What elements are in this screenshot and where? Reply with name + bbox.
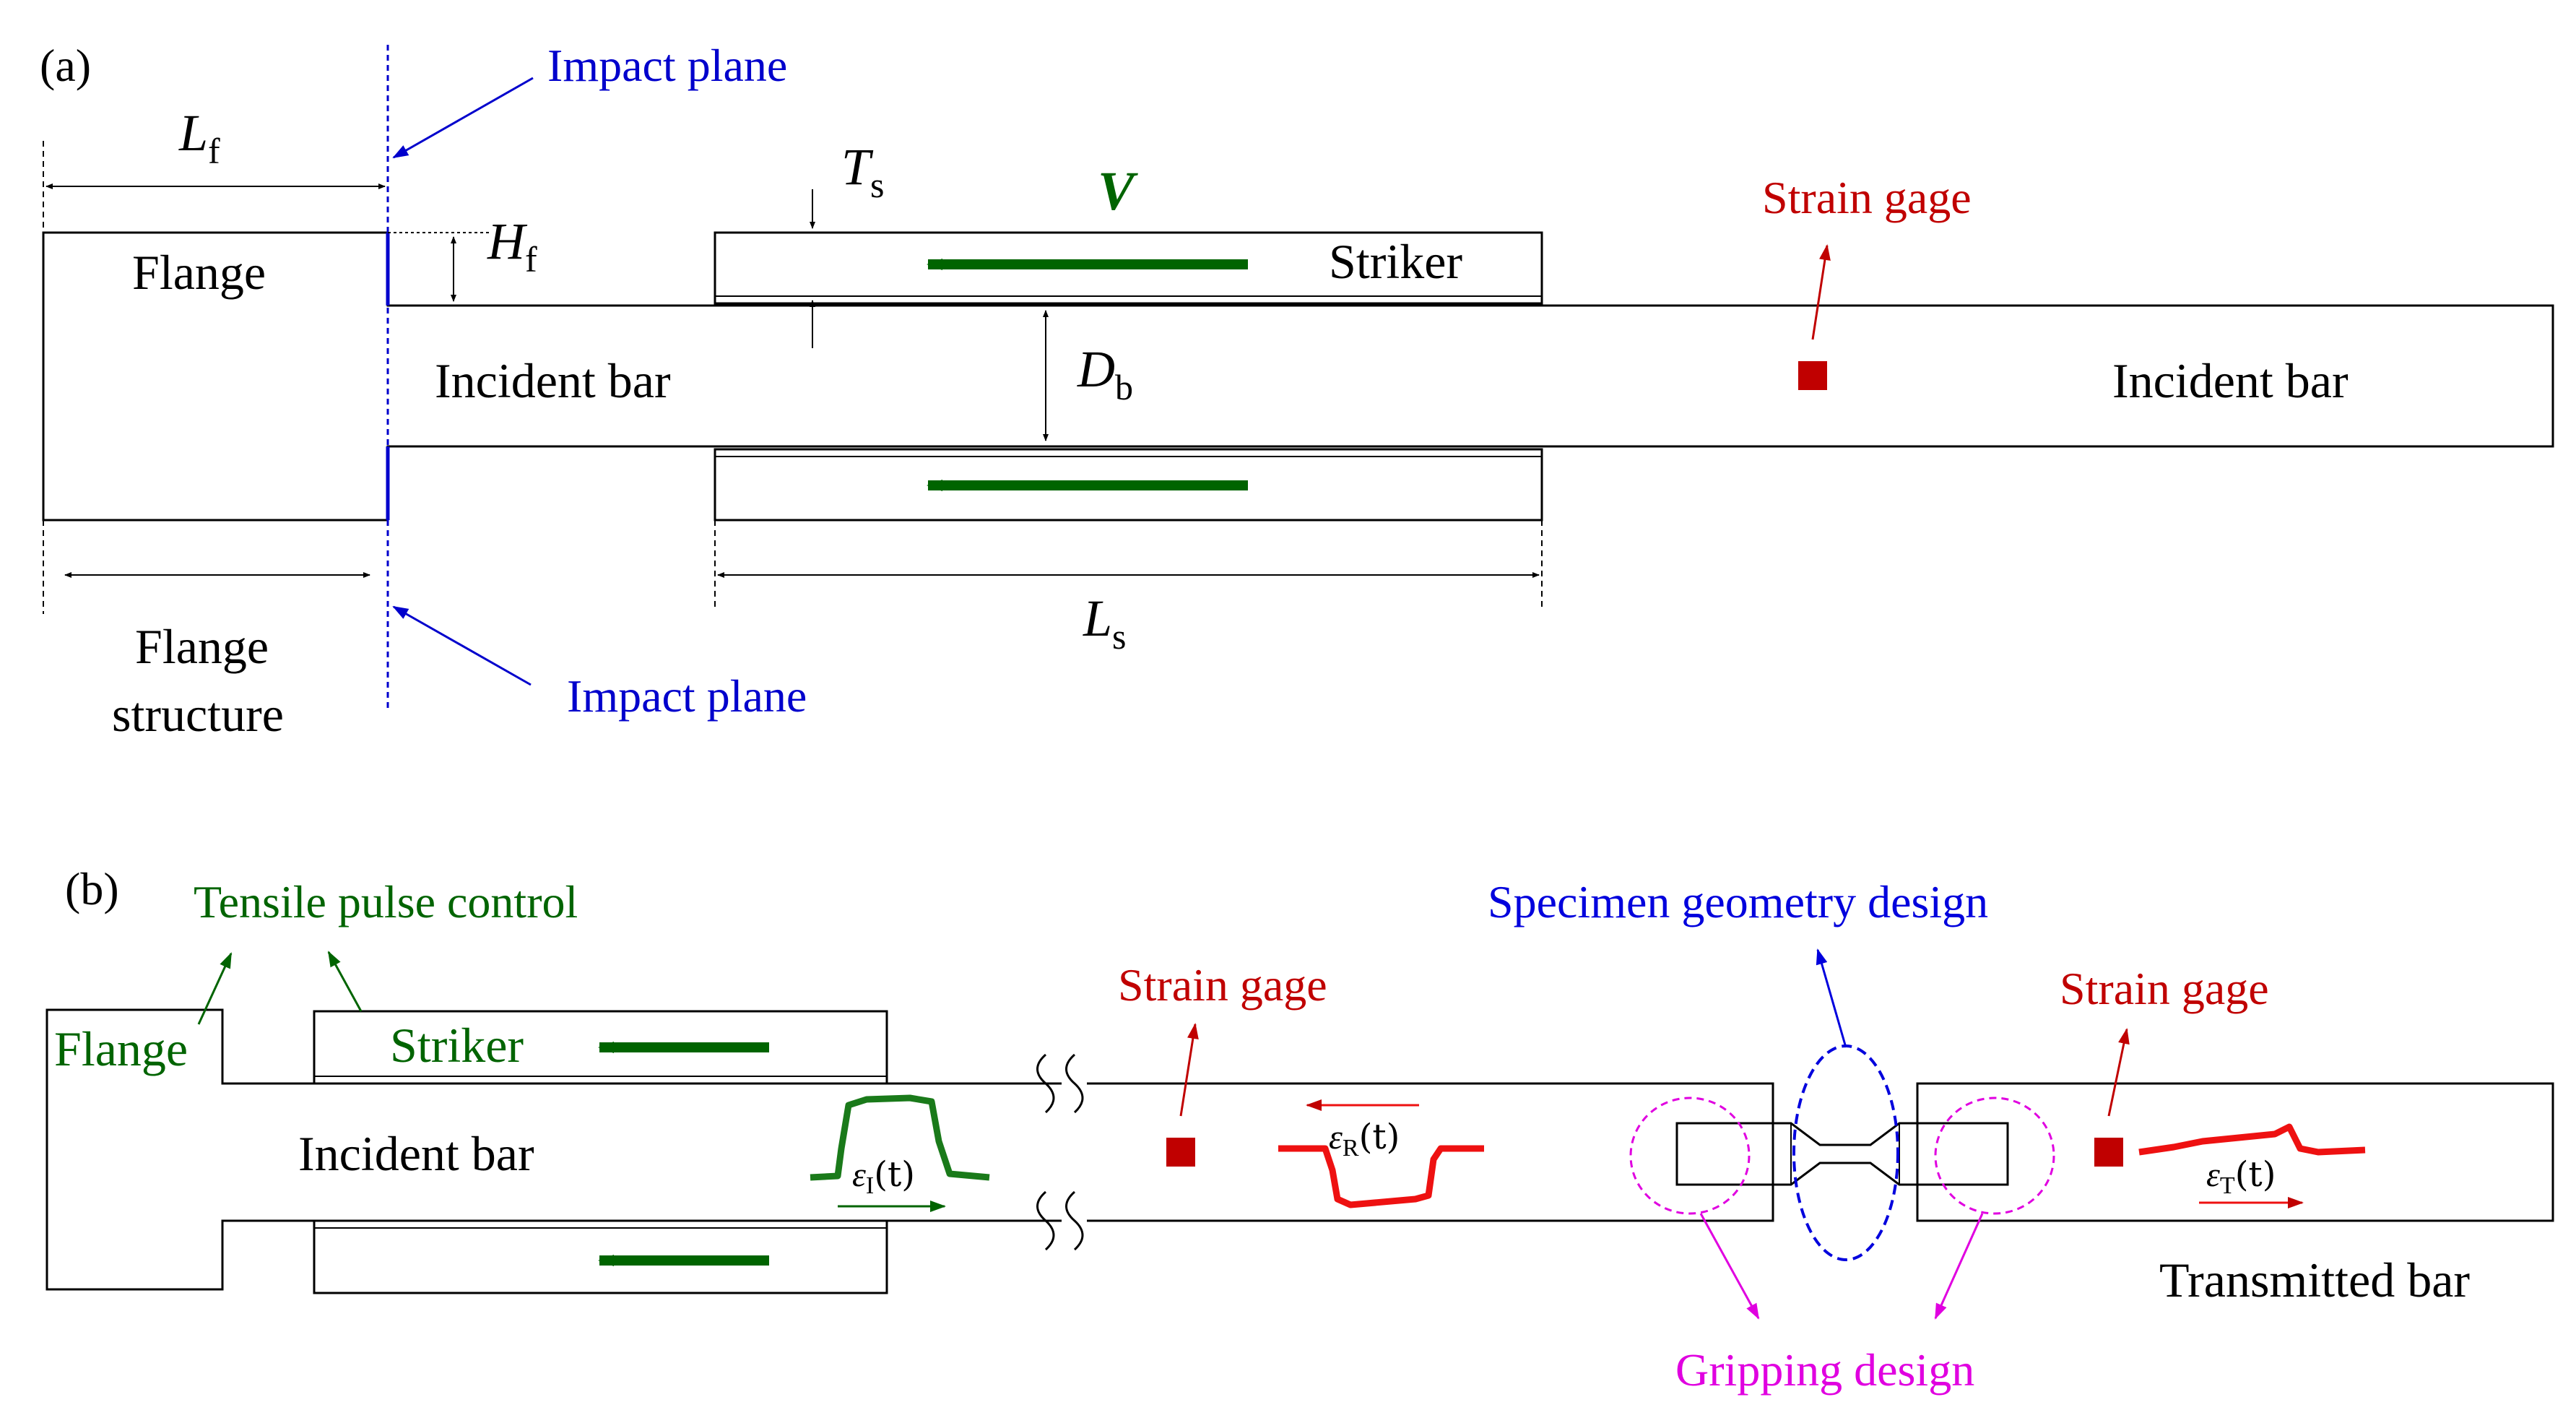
hf-label: Hf [487,212,537,280]
impact-plane-top-label: Impact plane [547,40,787,91]
strain-gage-a-label: Strain gage [1762,172,1972,223]
flange-label: Flange [132,245,266,300]
bar-break-symbol-top [1036,1053,1055,1114]
impact-plane-bottom-label: Impact plane [567,670,807,722]
strain-gage-a-pointer [1811,244,1831,340]
panel-b-label: (b) [65,863,119,914]
impact-plane-bottom-pointer [392,605,532,686]
bar-break-symbol-bottom-2 [1065,1190,1084,1251]
tensile-pulse-pointer-flange [197,952,233,1025]
velocity-label: V [1098,161,1138,222]
flange-b-label: Flange [54,1021,188,1076]
strain-gage-b-left-pointer [1179,1023,1199,1117]
incident-bar-b-right-outline [1087,1082,1774,1222]
striker-b-label: Striker [390,1018,524,1073]
ts-label: Ts [841,138,885,205]
flange-b-outline [45,1008,1062,1291]
panel-b: (b) [45,863,2554,1396]
gripping-ellipse-right [1934,1097,2055,1215]
strain-gage-b-right-label: Strain gage [2060,963,2269,1014]
ls-label: Ls [1083,589,1127,657]
specimen-outline [1675,1122,2009,1186]
striker-label: Striker [1329,234,1462,289]
striker-lower [714,448,1543,522]
transmitted-bar-label: Transmitted bar [2159,1253,2470,1307]
eps-r-label: εR(t) [1329,1117,1400,1162]
specimen-geometry-design-label: Specimen geometry design [1488,876,1988,927]
bar-break-symbol-top-2 [1065,1053,1084,1114]
gripping-design-label: Gripping design [1675,1344,1974,1396]
reflected-pulse-curve [1278,1145,1484,1208]
incident-pulse-curve [810,1094,990,1181]
incident-bar-left-label: Incident bar [435,353,671,408]
striker-upper [714,231,1543,305]
gripping-ellipse-left [1629,1097,1751,1215]
transmitted-pulse-curve [2138,1123,2366,1156]
eps-t-label: εT(t) [2206,1154,2276,1199]
incident-bar-right-label: Incident bar [2112,353,2349,408]
tensile-pulse-control-label: Tensile pulse control [194,876,578,927]
panel-a: (a) [40,40,2554,742]
gripping-pointer-left [1699,1213,1760,1320]
eps-i-label: εI(t) [852,1154,915,1199]
strain-gage-b-right-pointer [2107,1028,2130,1117]
specimen-geometry-ellipse [1792,1044,1899,1261]
strain-gage-b-left [1166,1138,1195,1167]
incident-bar-b-label: Incident bar [298,1126,534,1181]
gripping-pointer-right [1934,1213,1984,1320]
impact-plane-top-pointer [392,77,534,159]
lf-label: Lf [178,104,220,171]
specimen-geometry-pointer [1816,948,1847,1048]
transmitted-bar-outline [1916,1082,2554,1222]
flange-structure-label-line1: Flange [135,619,269,674]
panel-a-label: (a) [40,40,91,91]
bar-break-symbol-bottom [1036,1190,1055,1251]
tensile-pulse-pointer-striker [327,951,363,1012]
striker-b-upper [313,1010,888,1085]
db-label: Db [1077,340,1133,407]
strain-gage-b-right [2094,1138,2123,1167]
striker-b-lower [313,1219,888,1294]
strain-gage-a [1798,361,1827,390]
strain-gage-b-left-label: Strain gage [1118,959,1327,1011]
flange-structure-label-line2: structure [112,687,284,742]
